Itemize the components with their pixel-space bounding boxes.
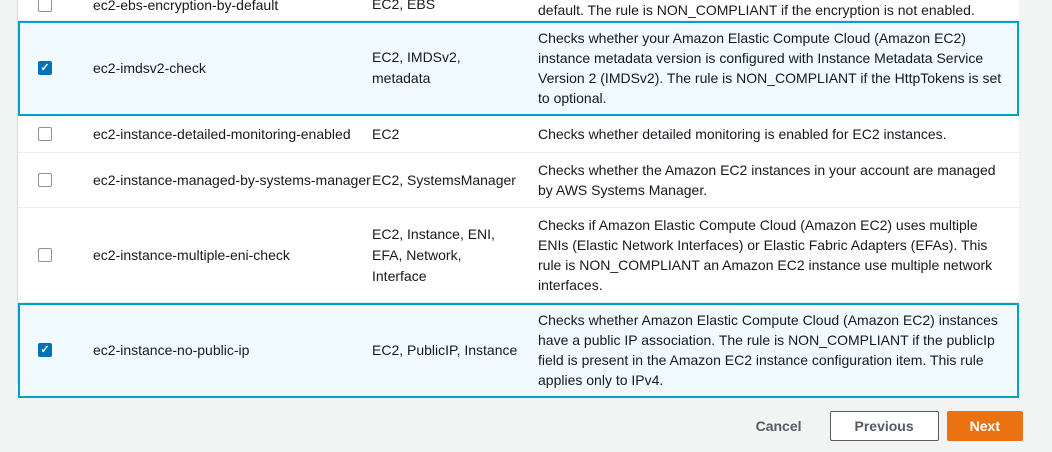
checkbox-cell: ✓ <box>18 343 93 357</box>
rule-checkbox[interactable]: ✓ <box>38 61 52 75</box>
table-row[interactable]: ✓ ec2-instance-multiple-eni-check EC2, I… <box>18 208 1019 303</box>
checkmark-icon: ✓ <box>40 61 50 74</box>
rule-description: Checks if Amazon Elastic Compute Cloud (… <box>538 217 993 293</box>
previous-button[interactable]: Previous <box>829 411 939 441</box>
rule-checkbox[interactable]: ✓ <box>38 0 52 12</box>
rule-labels: EC2, Instance, ENI, EFA, Network, Interf… <box>372 225 495 284</box>
table-row[interactable]: ✓ ec2-instance-no-public-ip EC2, PublicI… <box>18 303 1019 398</box>
rule-description: Checks whether the Amazon EC2 instances … <box>538 162 996 198</box>
checkbox-cell: ✓ <box>18 173 93 187</box>
rule-checkbox[interactable]: ✓ <box>38 248 52 262</box>
rule-labels: EC2, SystemsManager <box>372 171 516 188</box>
checkbox-cell: ✓ <box>18 0 93 12</box>
rule-labels: EC2, PublicIP, Instance <box>372 341 518 358</box>
checkbox-cell: ✓ <box>18 127 93 141</box>
checkbox-cell: ✓ <box>18 61 93 75</box>
rule-name: ec2-instance-no-public-ip <box>93 342 250 358</box>
rule-description: Checks whether your Amazon Elastic Compu… <box>538 30 1002 106</box>
rule-description: Checks whether detailed monitoring is en… <box>538 126 947 142</box>
rule-labels: EC2, EBS <box>372 0 436 12</box>
rule-name: ec2-instance-managed-by-systems-manager <box>93 172 371 188</box>
table-row[interactable]: ✓ ec2-instance-managed-by-systems-manage… <box>18 153 1019 208</box>
rule-name: ec2-ebs-encryption-by-default <box>93 0 279 13</box>
content-left-divider <box>17 0 18 384</box>
checkbox-cell: ✓ <box>18 248 93 262</box>
table-row[interactable]: ✓ ec2-instance-detailed-monitoring-enabl… <box>18 116 1019 153</box>
rule-labels: EC2 <box>372 125 400 142</box>
wizard-footer: Cancel Previous Next <box>756 411 1023 441</box>
next-button[interactable]: Next <box>946 411 1023 441</box>
rule-name: ec2-instance-detailed-monitoring-enabled <box>93 126 351 142</box>
rule-description: default. The rule is NON_COMPLIANT if th… <box>538 2 975 18</box>
rule-checkbox[interactable]: ✓ <box>38 343 52 357</box>
cancel-button[interactable]: Cancel <box>756 413 802 439</box>
rule-checkbox[interactable]: ✓ <box>38 173 52 187</box>
table-row[interactable]: ✓ ec2-imdsv2-check EC2, IMDSv2, metadata… <box>18 21 1019 116</box>
table-row[interactable]: ✓ ec2-ebs-encryption-by-default EC2, EBS… <box>18 0 1019 21</box>
rules-table: ✓ ec2-ebs-encryption-by-default EC2, EBS… <box>18 0 1019 398</box>
rule-description: Checks whether Amazon Elastic Compute Cl… <box>538 312 998 388</box>
rule-labels: EC2, IMDSv2, metadata <box>372 49 461 86</box>
rule-name: ec2-imdsv2-check <box>93 60 206 76</box>
rule-name: ec2-instance-multiple-eni-check <box>93 247 290 263</box>
rule-checkbox[interactable]: ✓ <box>38 127 52 141</box>
checkmark-icon: ✓ <box>40 343 50 356</box>
